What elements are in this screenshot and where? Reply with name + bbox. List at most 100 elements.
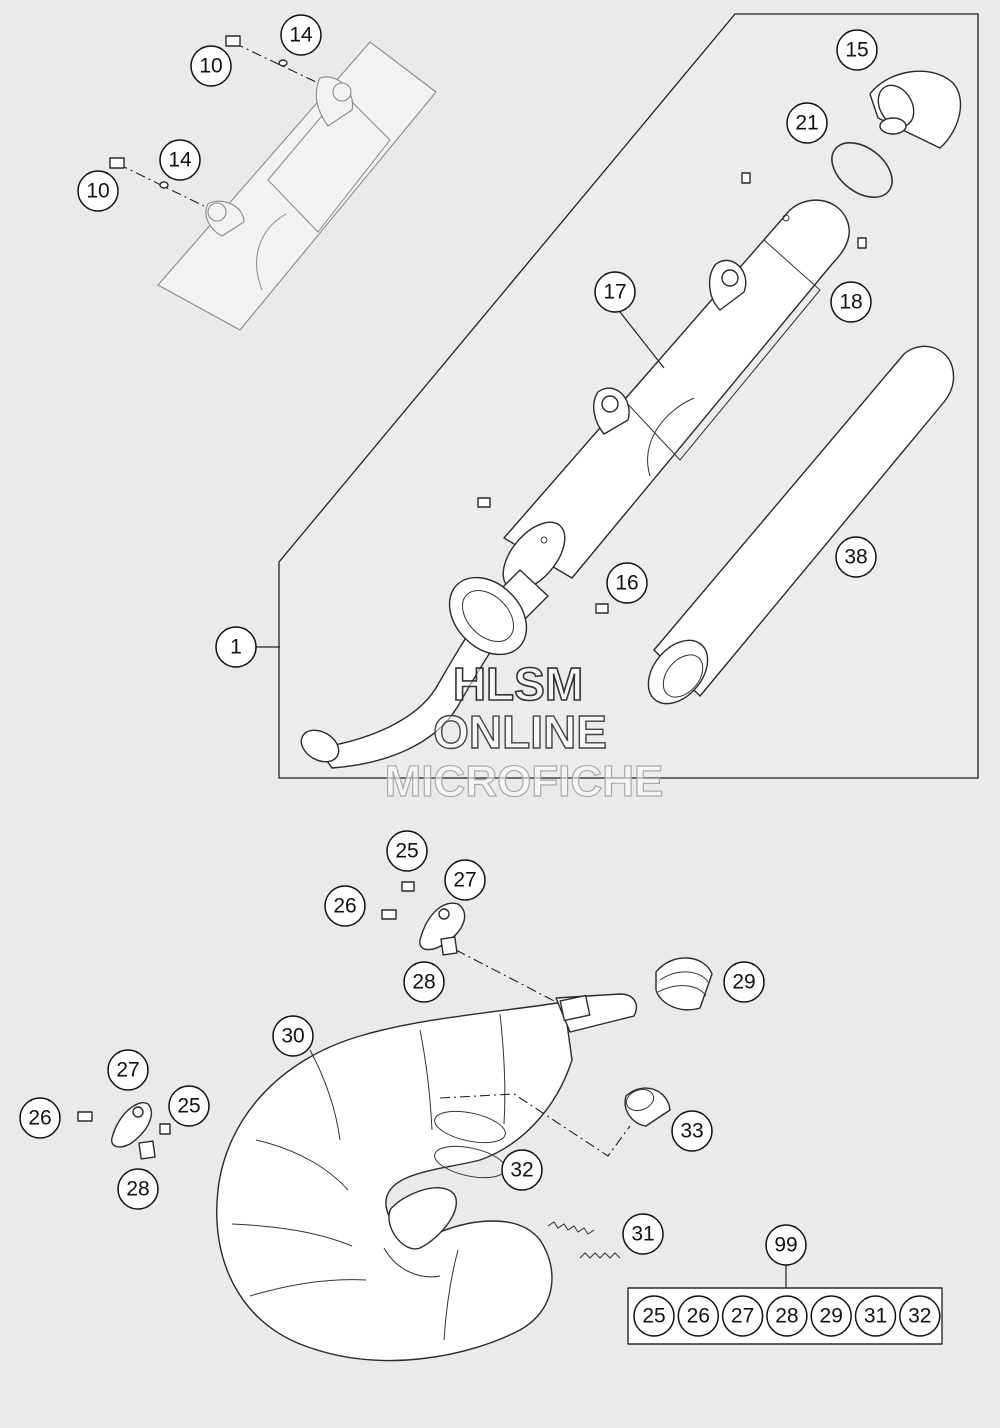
- end-cap-part: [869, 70, 962, 149]
- callout-38-circle: [835, 536, 877, 578]
- callout-10b: 10: [77, 170, 119, 212]
- callout-21-label: 21: [795, 112, 818, 135]
- leader-lines: [256, 311, 787, 1288]
- callout-99-circle: [765, 1224, 807, 1266]
- kit-99-part-28-label: 28: [775, 1305, 798, 1328]
- kit-99-part-27: 27: [721, 1295, 764, 1337]
- callout-14b-label: 14: [168, 149, 192, 172]
- callout-25a-label: 25: [395, 840, 418, 863]
- callout-26a-circle: [324, 885, 366, 927]
- callout-26b-label: 26: [28, 1107, 51, 1130]
- callout-31-label: 31: [631, 1223, 654, 1246]
- screw-16a-part: [477, 497, 491, 508]
- callout-27a: 27: [444, 859, 486, 901]
- callout-28a-circle: [403, 961, 445, 1003]
- callout-99-label: 99: [774, 1234, 797, 1257]
- callout-15: 15: [836, 29, 878, 71]
- callout-32-circle: [501, 1149, 543, 1191]
- callout-10a-circle: [190, 45, 232, 87]
- callout-15-label: 15: [845, 39, 868, 62]
- kit-99-part-26: 26: [677, 1295, 720, 1337]
- callout-14b: 14: [159, 139, 201, 181]
- kit-99-part-31-label: 31: [864, 1305, 887, 1328]
- callout-10a-label: 10: [199, 55, 222, 78]
- callout-10b-circle: [77, 170, 119, 212]
- kit-99-part-27-circle: [721, 1295, 764, 1337]
- callout-29-circle: [723, 961, 765, 1003]
- callout-14b-circle: [159, 139, 201, 181]
- callout-21-circle: [786, 102, 828, 144]
- callout-25b: 25: [168, 1085, 210, 1127]
- connector-sleeve-part: [655, 957, 713, 1011]
- kit-99-part-25-label: 25: [642, 1305, 665, 1328]
- kit-99-parts: 25 26 27 28 29 31 32: [633, 1295, 941, 1337]
- callout-27b-label: 27: [116, 1059, 139, 1082]
- callout-38: 38: [835, 536, 877, 578]
- header-pipe-part: [300, 569, 549, 769]
- kit-99-part-31-circle: [854, 1295, 897, 1337]
- screw-16b-part: [595, 603, 609, 614]
- callout-30-circle: [272, 1015, 314, 1057]
- callout-10b-label: 10: [86, 180, 109, 203]
- kit-99-part-26-label: 26: [687, 1305, 710, 1328]
- callout-33: 33: [671, 1110, 713, 1152]
- callout-17-circle: [594, 271, 636, 313]
- callout-26a-label: 26: [333, 895, 356, 918]
- callout-1: 1: [215, 626, 257, 668]
- callout-30-label: 30: [281, 1025, 304, 1048]
- callout-27b: 27: [107, 1049, 149, 1091]
- callout-25b-circle: [168, 1085, 210, 1127]
- assembly-line-gasket: [439, 1093, 631, 1157]
- kit-99-part-25-circle: [633, 1295, 675, 1337]
- callout-26a: 26: [324, 885, 366, 927]
- callout-16: 16: [606, 562, 648, 604]
- callout-32: 32: [501, 1149, 543, 1191]
- callout-28a-label: 28: [412, 971, 435, 994]
- callout-27b-circle: [107, 1049, 149, 1091]
- callout-1-label: 1: [230, 636, 242, 659]
- watermark-line-1: HLSM: [453, 658, 583, 710]
- callout-18-label: 18: [839, 291, 862, 314]
- expansion-chamber-part: [216, 993, 638, 1362]
- kit-99-part-27-label: 27: [731, 1305, 754, 1328]
- seal-ring-part: [831, 142, 893, 198]
- callout-27a-circle: [444, 859, 486, 901]
- callout-28b: 28: [117, 1168, 159, 1210]
- silencer-mount-detail: [109, 35, 437, 331]
- callout-26b-circle: [19, 1097, 61, 1139]
- kit-99-part-29-label: 29: [820, 1305, 843, 1328]
- callout-28b-label: 28: [126, 1178, 149, 1201]
- assembly-line-bracket: [455, 949, 561, 1005]
- callout-14a-label: 14: [289, 24, 313, 47]
- bracket-upper-part: [381, 881, 466, 956]
- kit-99-part-26-circle: [677, 1295, 720, 1337]
- flange-part: [624, 1087, 671, 1127]
- callout-18-circle: [830, 281, 872, 323]
- kit-99-part-28-circle: [766, 1295, 808, 1337]
- callout-17-label: 17: [603, 281, 626, 304]
- springs-part: [547, 1221, 621, 1259]
- callout-26b: 26: [19, 1097, 61, 1139]
- callout-33-circle: [671, 1110, 713, 1152]
- kit-99-part-29: 29: [810, 1295, 852, 1337]
- kit-99-part-28: 28: [766, 1295, 808, 1337]
- callout-17: 17: [594, 271, 636, 313]
- callout-29: 29: [723, 961, 765, 1003]
- callout-14a-circle: [280, 14, 322, 56]
- callout-31: 31: [622, 1213, 664, 1255]
- callout-18: 18: [830, 281, 872, 323]
- kit-99-part-32-circle: [899, 1295, 941, 1337]
- callout-28b-circle: [117, 1168, 159, 1210]
- watermark-line-3: MICROFICHE: [385, 757, 664, 806]
- kit-99-part-31: 31: [854, 1295, 897, 1337]
- callout-16-circle: [606, 562, 648, 604]
- packing-sleeve-part: [647, 345, 955, 705]
- callout-16-label: 16: [615, 572, 638, 595]
- callouts: 1 10 10 14 14 15 16 17 18 21 38 25 26 27 28 29 30 27 25 26 2…: [19, 14, 878, 1266]
- callout-25b-label: 25: [177, 1095, 200, 1118]
- callout-27a-label: 27: [453, 869, 476, 892]
- callout-30: 30: [272, 1015, 314, 1057]
- callout-33-label: 33: [680, 1120, 703, 1143]
- callout-32-label: 32: [510, 1159, 533, 1182]
- kit-99-part-32: 32: [899, 1295, 941, 1337]
